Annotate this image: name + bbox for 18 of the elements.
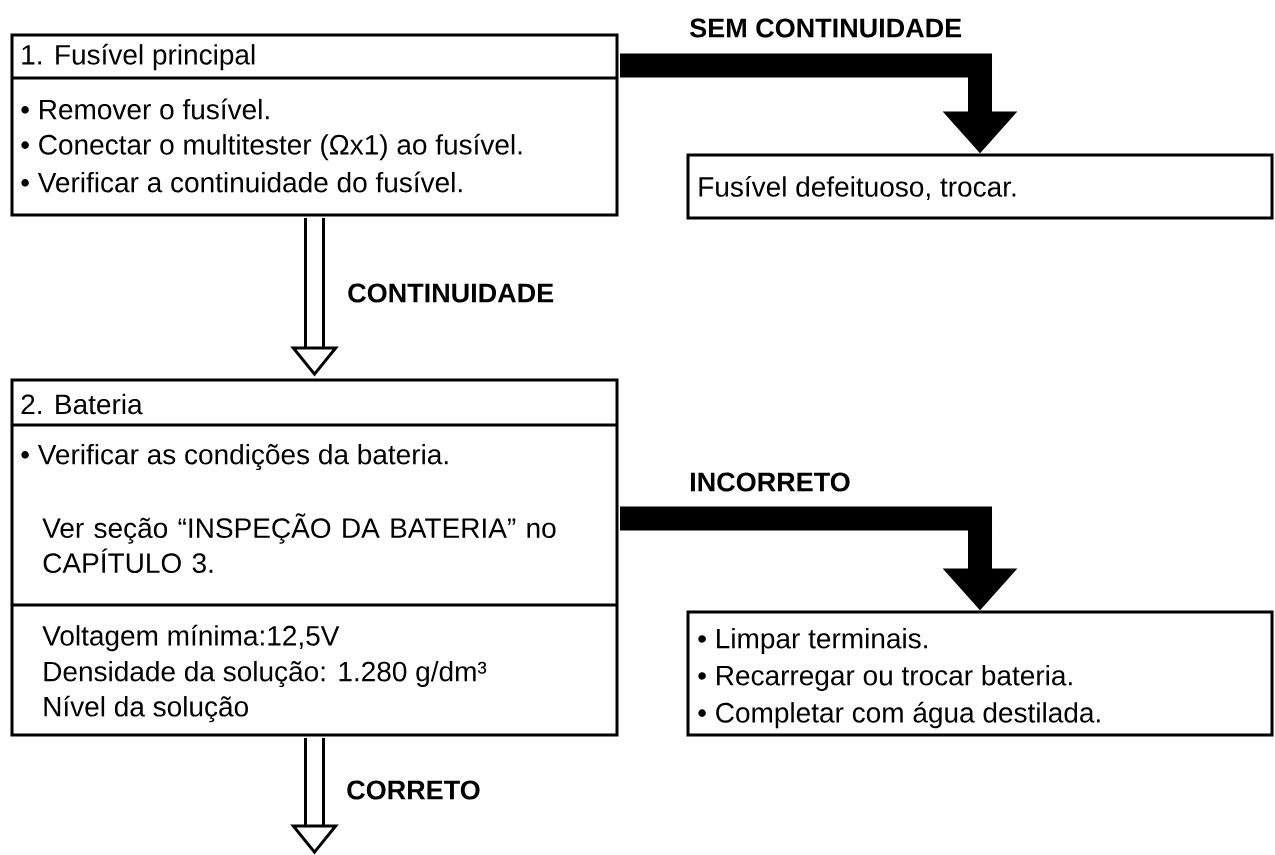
instruction-text: Ver seção “INSPEÇÃO DA BATERIA” no CAPÍTULO 3. <box>42 513 556 574</box>
instruction-text: • Recarregar ou trocar bateria. <box>698 664 1072 692</box>
instruction-text: • Limpar terminais. <box>698 627 927 655</box>
edge-label: INCORRETO <box>688 471 852 493</box>
edge-label: SEM CONTINUIDADE <box>688 17 964 39</box>
edge-label: CORRETO <box>345 779 482 801</box>
step-heading: 2. Bateria <box>21 393 143 415</box>
instruction-text: • Remover o fusível. <box>21 98 269 120</box>
instruction-text: Fusível defeituoso, trocar. <box>699 175 1016 201</box>
instruction-text: • Verificar a continuidade do fusível. <box>21 171 462 193</box>
edge-label: CONTINUIDADE <box>346 282 556 304</box>
instruction-text: Voltagem mínima:12,5V <box>42 624 340 652</box>
instruction-text: • Conectar o multitester (Ωx1) ao fusível. <box>21 133 522 161</box>
instruction-text: • Completar com água destilada. <box>698 701 1100 729</box>
step-heading: 1. Fusível principal <box>22 43 255 71</box>
instruction-text: • Verificar as condições da bateria. <box>21 443 448 471</box>
instruction-text: Nível da solução <box>44 695 248 723</box>
instruction-text: Densidade da solução: 1.280 g/dm³ <box>44 660 487 688</box>
